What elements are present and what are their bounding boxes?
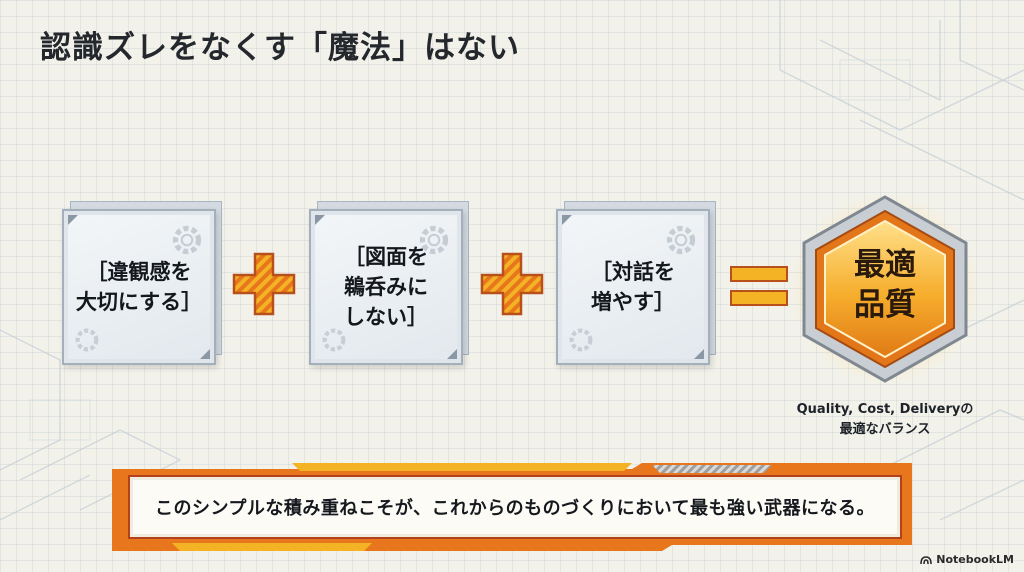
card-corner-mark xyxy=(315,215,325,225)
notebooklm-logo-icon xyxy=(920,555,933,564)
concept-card-2: ［図面を 鵜呑みに しない］ xyxy=(309,201,469,365)
badge-label: 最適 品質 xyxy=(854,247,916,323)
gear-icon xyxy=(569,328,593,352)
card-label: ［対話を 増やす］ xyxy=(591,260,675,314)
plus-icon xyxy=(232,252,296,316)
brand-watermark: NotebookLM xyxy=(920,553,1014,566)
banner-inner: このシンプルな積み重ねこそが、これからのものづくりにおいて最も強い武器になる。 xyxy=(128,475,902,539)
card-face: ［違観感を 大切にする］ xyxy=(62,209,216,365)
card-face: ［図面を 鵜呑みに しない］ xyxy=(309,209,463,365)
concept-card-3: ［対話を 増やす］ xyxy=(556,201,716,365)
gear-icon xyxy=(322,328,346,352)
card-corner-mark xyxy=(447,349,457,359)
card-corner-mark xyxy=(68,215,78,225)
brand-name: NotebookLM xyxy=(936,553,1014,566)
gear-icon xyxy=(666,225,696,255)
gear-icon xyxy=(419,225,449,255)
result-caption: Quality, Cost, Deliveryの 最適なバランス xyxy=(765,400,1005,440)
slide-title: 認識ズレをなくす「魔法」はない xyxy=(40,30,520,66)
card-corner-mark xyxy=(200,349,210,359)
caption-line-2: 最適なバランス xyxy=(839,422,931,437)
equals-icon xyxy=(730,266,788,306)
card-face: ［対話を 増やす］ xyxy=(556,209,710,365)
gear-icon xyxy=(75,328,99,352)
gear-icon xyxy=(172,225,202,255)
card-corner-mark xyxy=(562,215,572,225)
card-corner-mark xyxy=(694,349,704,359)
optimal-quality-badge: 最適 品質 xyxy=(790,189,980,389)
card-label: ［図面を 鵜呑みに しない］ xyxy=(344,245,428,329)
conclusion-banner: このシンプルな積み重ねこそが、これからのものづくりにおいて最も強い武器になる。 xyxy=(112,461,912,553)
caption-line-1: Quality, Cost, Deliveryの xyxy=(796,402,974,417)
concept-card-1: ［違観感を 大切にする］ xyxy=(62,201,222,365)
banner-message: このシンプルな積み重ねこそが、これからのものづくりにおいて最も強い武器になる。 xyxy=(154,498,876,519)
card-label: ［違観感を 大切にする］ xyxy=(75,260,203,314)
plus-icon xyxy=(480,252,544,316)
hexagon-badge-icon xyxy=(790,194,980,384)
